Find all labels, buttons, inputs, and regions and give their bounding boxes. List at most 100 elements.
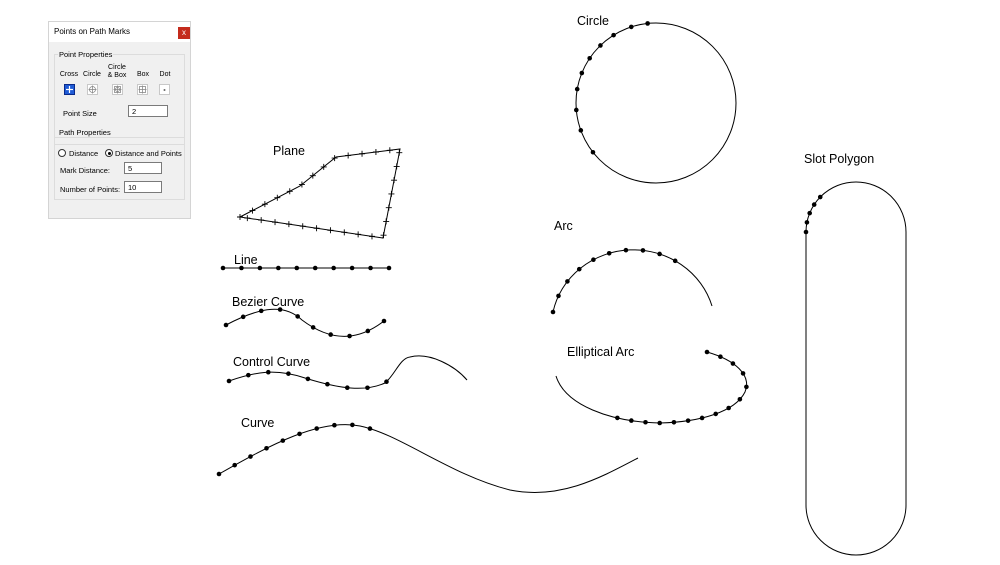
path-point-dot [277,307,283,312]
path-point-dot [325,381,330,387]
type-label-cross: Cross [59,71,79,78]
distance-points-option-label: Distance and Points [115,149,182,158]
path-point-cross [380,232,387,239]
cross-type-button[interactable] [64,84,75,95]
bezier-curve-shape[interactable]: Bezier Curve [223,295,387,339]
path-point-cross [261,201,268,208]
slot-polygon-shape[interactable]: Slot Polygon [803,152,907,556]
path-point-cross [383,218,390,225]
path-point-dot [264,445,269,451]
arc-dots [550,247,678,315]
path-point-dot [381,318,387,324]
points-on-path-panel: Points on Path Marks x Point Properties … [48,21,191,219]
distance-points-radio[interactable] [105,149,113,157]
arc-shape[interactable]: Arc [550,219,713,315]
path-point-dot [232,462,237,468]
circle-path [575,22,737,184]
curve-shape[interactable]: Curve [216,416,639,493]
path-point-dot [640,248,646,253]
arc-label: Arc [554,219,573,233]
point-size-label: Point Size [63,109,97,118]
path-point-dot [328,332,334,337]
path-point-cross [345,152,352,159]
panel-titlebar[interactable]: Points on Path Marks x [49,22,190,42]
path-point-dot [312,265,318,271]
point-size-input[interactable]: 2 [128,105,168,117]
path-point-dot [574,107,579,113]
path-point-dot [737,397,743,402]
path-point-cross [272,219,279,226]
path-point-dot [598,43,603,48]
mark-distance-input[interactable]: 5 [124,162,162,174]
path-point-dot [611,32,616,38]
path-point-dot [629,418,634,423]
path-point-cross [396,149,403,156]
box-icon [138,85,147,94]
distance-radio[interactable] [58,149,66,157]
control-curve-shape[interactable]: Control Curve [226,355,468,391]
path-point-dot [368,265,373,271]
path-point-dot [628,24,634,30]
curve-dots [216,422,373,477]
path-point-dot [645,21,650,26]
path-point-cross [258,217,265,224]
path-point-cross [249,207,256,214]
elliptical-arc-path [555,351,747,424]
circle-shape[interactable]: Circle [574,14,737,184]
path-point-dot [344,385,350,390]
elliptical-arc-shape[interactable]: Elliptical Arc [555,345,749,426]
path-point-cross [386,147,393,154]
path-point-dot [295,314,300,319]
box-type-button[interactable] [137,84,148,95]
path-point-cross [298,181,305,188]
path-point-dot [587,55,592,61]
path-point-dot [804,220,810,225]
path-point-dot [349,265,355,271]
arc-path [552,249,713,313]
path-properties-label: Path Properties [58,128,112,137]
path-point-dot [248,454,253,459]
path-point-dot [280,438,286,443]
dot-type-button[interactable] [159,84,170,95]
path-point-dot [574,86,580,92]
path-point-dot [744,384,749,390]
path-point-dot [657,420,663,426]
circle-type-button[interactable] [87,84,98,95]
elliptical-arc-label: Elliptical Arc [567,345,634,359]
path-point-dot [556,293,561,299]
path-point-dot [265,369,271,375]
path-point-dot [367,426,373,431]
plane-shape[interactable]: Plane [237,144,403,240]
path-point-dot [297,431,302,437]
path-point-dot [657,251,662,257]
line-shape[interactable]: Line [220,253,392,271]
path-point-dot [240,314,246,320]
circle-box-type-button[interactable] [112,84,123,95]
path-point-cross [309,172,316,179]
path-point-dot [615,415,620,421]
path-point-dot [671,419,677,425]
plane-label: Plane [273,144,305,158]
path-point-dot [803,229,809,235]
path-point-dot [591,257,596,263]
close-button[interactable]: x [178,27,190,39]
path-point-dot [258,308,264,314]
path-point-dot [332,422,337,428]
path-point-dot [811,202,817,207]
line-label: Line [234,253,258,267]
path-point-dot [623,247,629,253]
number-points-input[interactable]: 10 [124,181,162,193]
path-point-cross [244,215,251,222]
path-point-dot [685,418,691,423]
control-curve-label: Control Curve [233,355,310,369]
path-point-dot [276,265,281,271]
slot-polygon-dots [803,194,823,235]
path-point-cross [274,194,281,201]
path-point-cross [372,149,379,156]
path-point-dot [305,376,311,382]
path-point-cross [341,229,348,236]
type-label-circle-box: Circle & Box [107,64,127,79]
path-point-dot [294,265,300,271]
path-point-dot [365,385,370,391]
